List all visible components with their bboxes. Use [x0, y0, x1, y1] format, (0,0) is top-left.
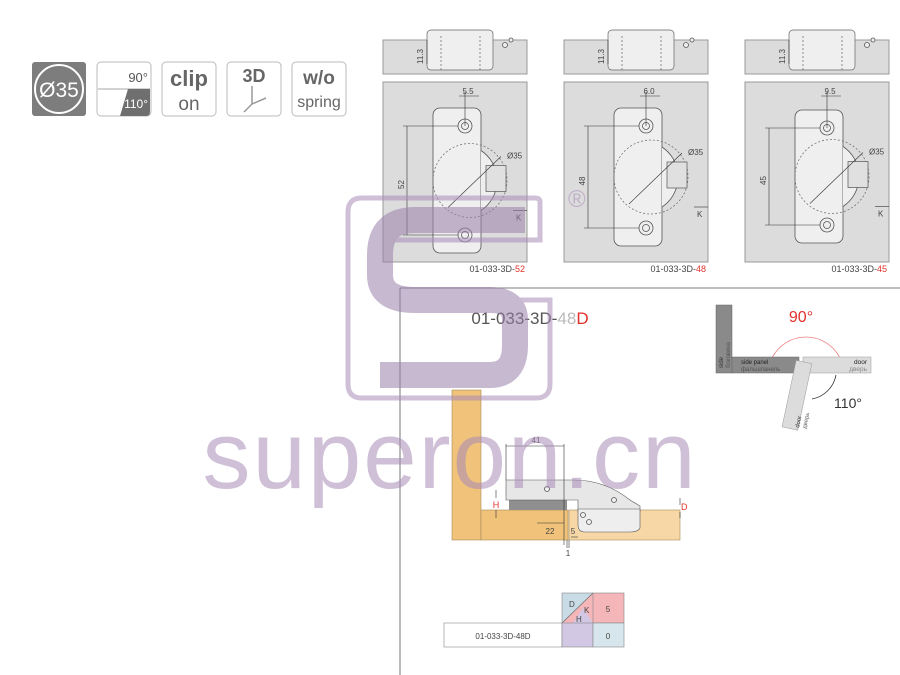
door-open-label-ru: дверь — [802, 412, 811, 429]
angle-diagram: 90° 110° side боковина side panel фальшп… — [715, 304, 872, 431]
door-open-shape — [781, 360, 813, 431]
spacing-dim: 48 — [578, 176, 587, 185]
registered-mark: ® — [568, 186, 586, 213]
3d-adjust-icon: 3D — [226, 61, 282, 117]
angle-110-label: 110° — [124, 97, 148, 111]
angle-90-label: 90° — [128, 70, 148, 85]
opening-angle-icon: 90° 110° — [96, 61, 152, 117]
dim-d: D — [681, 502, 688, 512]
without-label: w/o — [302, 68, 335, 89]
feature-icons: Ø35 90° 110° clip on 3D w/o spring — [32, 61, 347, 117]
cup-dim: Ø35 — [688, 148, 704, 157]
dimension-table: D K H 5 01-033-3D-48D 0 — [443, 592, 625, 648]
dim-h: H — [493, 500, 500, 510]
3d-label: 3D — [242, 66, 265, 86]
false-panel-wood — [480, 509, 569, 541]
door-label-ru: дверь — [849, 366, 867, 373]
hinge-section-drawing: 41 22 1 5 H D — [451, 389, 688, 558]
plate-code: 01-033-3D-48 — [650, 264, 706, 274]
angle-90: 90° — [789, 309, 813, 326]
plate-code: 01-033-3D-52 — [469, 264, 525, 274]
side-label: side — [719, 356, 725, 368]
dim-5: 5 — [571, 527, 576, 536]
height-dim: 11.3 — [416, 48, 425, 64]
plate-code: 01-033-3D-45 — [831, 264, 887, 274]
brand-watermark: superon.cn — [203, 402, 698, 509]
clip-on-icon: clip on — [161, 61, 217, 117]
spacing-dim: 52 — [397, 180, 406, 189]
clip-label: clip — [170, 66, 208, 91]
h-value: 0 — [606, 632, 611, 641]
offset-dim: 9.5 — [824, 87, 836, 96]
watermark: ® superon.cn — [203, 186, 698, 509]
side-panel-label: side panel — [741, 360, 768, 366]
dim-1: 1 — [566, 549, 571, 558]
no-spring-icon: w/o spring — [291, 61, 347, 117]
side-panel-shape — [715, 304, 733, 374]
cup-dim: Ø35 — [869, 148, 885, 157]
logo-s-outline — [345, 195, 553, 401]
header-h: H — [576, 615, 582, 624]
door-label: door — [854, 359, 868, 366]
cup-dim: Ø35 — [507, 152, 523, 161]
k-label: K — [697, 210, 703, 219]
door-open-label: door — [795, 415, 803, 428]
dim-22: 22 — [546, 527, 555, 536]
hinge-cup — [577, 508, 641, 533]
spacing-dim: 45 — [759, 176, 768, 185]
on-label: on — [178, 94, 199, 115]
side-label-ru: боковина — [726, 341, 732, 368]
dim-41: 41 — [532, 436, 541, 445]
offset-dim: 6.0 — [643, 87, 655, 96]
angle-110: 110° — [834, 395, 862, 411]
header-k: K — [584, 606, 590, 615]
mounting-plate — [509, 499, 567, 510]
diameter-icon: Ø35 — [32, 62, 86, 116]
k-value: 5 — [606, 605, 611, 614]
side-panel-label-ru: фальшпанель — [741, 367, 780, 373]
height-dim: 11.3 — [597, 48, 606, 64]
side-panel-wood — [451, 389, 482, 541]
offset-dim: 5.5 — [462, 87, 474, 96]
logo-s — [367, 207, 528, 388]
row-label: 01-033-3D-48D — [475, 632, 530, 641]
spring-label: spring — [297, 94, 341, 111]
axes-arrows-icon — [243, 86, 267, 113]
height-dim: 11.3 — [778, 48, 787, 64]
k-label: K — [878, 210, 884, 219]
header-d: D — [569, 600, 575, 609]
diameter-label: Ø35 — [39, 79, 79, 102]
